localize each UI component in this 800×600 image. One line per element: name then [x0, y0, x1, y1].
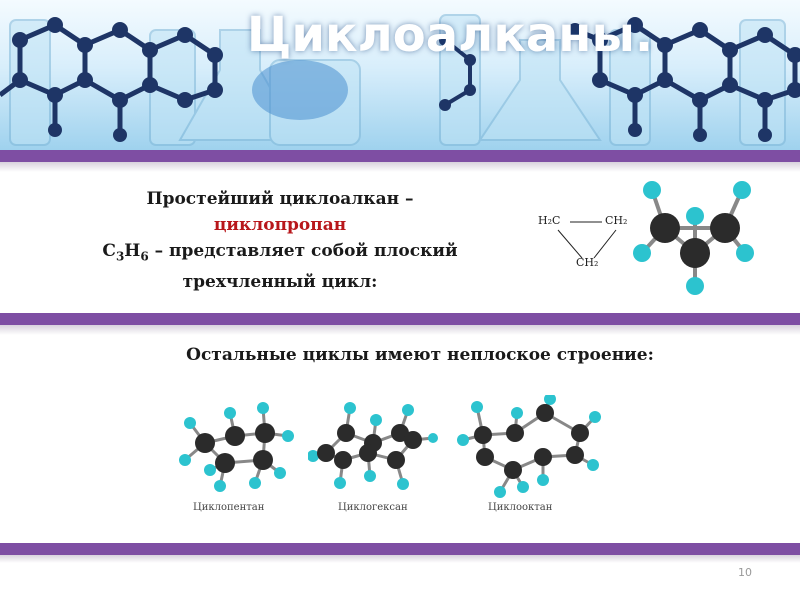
divider-band-bottom — [0, 543, 800, 555]
cyclopentane-3d-model — [179, 402, 294, 492]
formula-top-right: CH₂ — [605, 214, 628, 227]
cyclopropane-structural-formula: H₂C CH₂ CH₂ — [530, 200, 640, 280]
cyclopropane-term: циклопропан — [213, 215, 347, 235]
cyclohexane-3d-model — [308, 402, 438, 490]
description-line-1: Простейший циклоалкан – — [146, 189, 414, 209]
lab-glassware-background — [0, 14, 800, 146]
cyclooctane-3d-model — [457, 395, 601, 498]
divider-shade-middle — [0, 325, 800, 335]
cyclopropane-3d-model — [633, 181, 754, 295]
formula-bonds — [557, 221, 617, 259]
caption-cyclohexane: Циклогексан — [338, 502, 408, 513]
description-line-4: трехчленный цикл: — [182, 272, 378, 293]
description-line-3: C3H6 – представляет собой плоский — [102, 241, 458, 264]
divider-shade — [0, 162, 800, 172]
nonplanar-heading: Остальные циклы имеют неплоское строение… — [186, 345, 654, 365]
formula-bottom: CH₂ — [576, 256, 599, 269]
divider-band-middle — [0, 313, 800, 325]
page-number: 10 — [738, 566, 752, 579]
cyclopropane-description: Простейший циклоалкан – циклопропан C3H6… — [60, 186, 500, 295]
caption-cyclooctane: Циклооктан — [488, 502, 553, 513]
header-banner: Циклоалканы. — [0, 0, 800, 150]
divider-band-top — [0, 150, 800, 162]
formula-top-left: H₂C — [538, 214, 561, 227]
slide-title: Циклоалканы. — [246, 7, 654, 63]
divider-shade-bottom — [0, 555, 800, 563]
caption-cyclopentane: Циклопентан — [193, 502, 265, 513]
